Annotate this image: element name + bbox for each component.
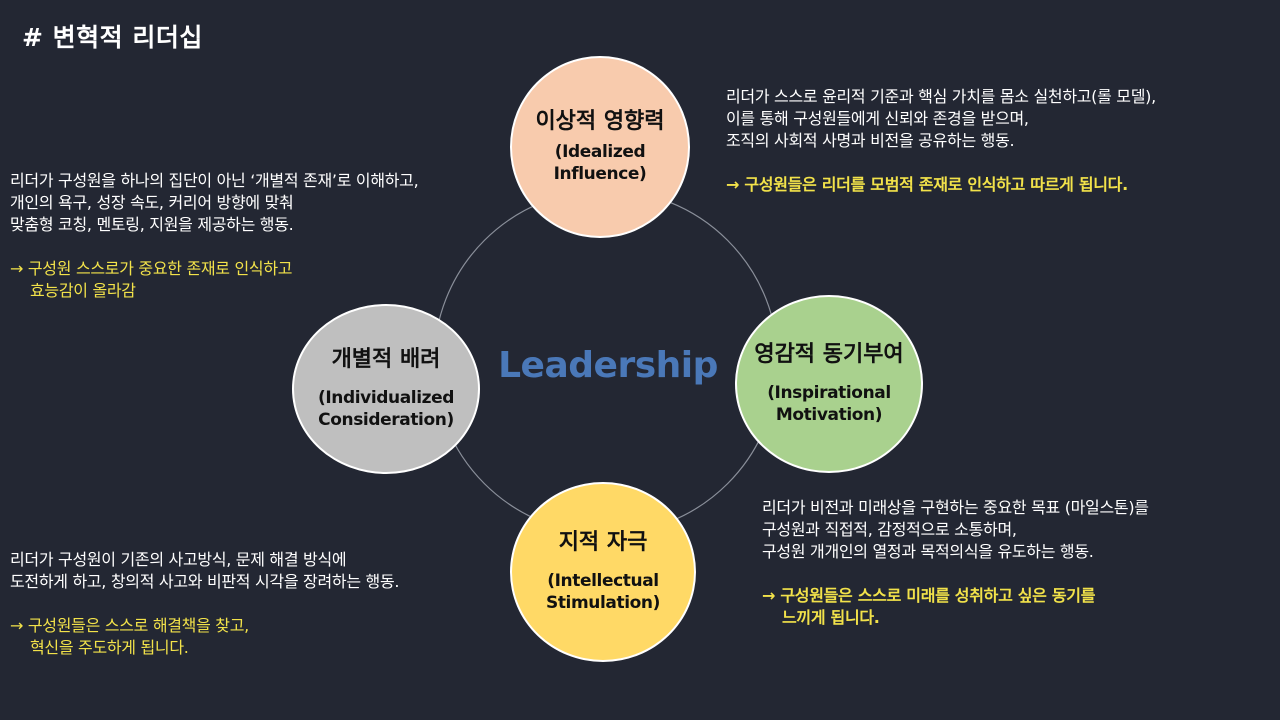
desc-intellectual: 리더가 구성원이 기존의 사고방식, 문제 해결 방식에 도전하게 하고, 창의… (10, 549, 399, 659)
desc-intellectual-line-1: 리더가 구성원이 기존의 사고방식, 문제 해결 방식에 (10, 550, 347, 569)
node-inspirational-subtitle-2: Motivation) (775, 405, 883, 426)
node-intellectual-stimulation: 지적 자극 (Intellectual Stimulation) (510, 482, 696, 662)
desc-inspirational-result-1: → 구성원들은 스스로 미래를 성취하고 싶은 동기를 (762, 586, 1096, 605)
desc-inspirational-line-3: 구성원 개개인의 열정과 목적의식을 유도하는 행동. (762, 542, 1094, 561)
desc-inspirational-line-1: 리더가 비전과 미래상을 구현하는 중요한 목표 (마일스톤)를 (762, 498, 1149, 517)
desc-idealized-line-3: 조직의 사회적 사명과 비전을 공유하는 행동. (726, 131, 1015, 150)
desc-individualized: 리더가 구성원을 하나의 집단이 아닌 ‘개별적 존재’로 이해하고, 개인의 … (10, 170, 419, 302)
desc-idealized-line-1: 리더가 스스로 윤리적 기준과 핵심 가치를 몸소 실천하고(롤 모델), (726, 87, 1156, 106)
node-idealized-title: 이상적 영향력 (535, 108, 665, 134)
node-inspirational-title: 영감적 동기부여 (754, 341, 904, 367)
desc-intellectual-result-1: → 구성원들은 스스로 해결책을 찾고, (10, 616, 249, 635)
desc-inspirational-result-2: 느끼게 됩니다. (782, 608, 880, 627)
desc-inspirational-line-2: 구성원과 직접적, 감정적으로 소통하며, (762, 520, 1017, 539)
node-intellectual-title: 지적 자극 (558, 529, 648, 555)
node-intellectual-subtitle-1: (Intellectual (547, 571, 659, 592)
desc-idealized: 리더가 스스로 윤리적 기준과 핵심 가치를 몸소 실천하고(롤 모델), 이를… (726, 86, 1156, 196)
node-individualized-subtitle-2: Consideration) (318, 410, 454, 431)
desc-inspirational: 리더가 비전과 미래상을 구현하는 중요한 목표 (마일스톤)를 구성원과 직접… (762, 497, 1149, 629)
node-inspirational-motivation: 영감적 동기부여 (Inspirational Motivation) (735, 295, 923, 473)
desc-individualized-line-3: 맞춤형 코칭, 멘토링, 지원을 제공하는 행동. (10, 215, 294, 234)
desc-individualized-line-1: 리더가 구성원을 하나의 집단이 아닌 ‘개별적 존재’로 이해하고, (10, 171, 419, 190)
desc-individualized-result-1: → 구성원 스스로가 중요한 존재로 인식하고 (10, 259, 293, 278)
node-inspirational-subtitle-1: (Inspirational (767, 383, 891, 404)
node-individualized-title: 개별적 배려 (331, 346, 441, 372)
node-individualized-subtitle-1: (Individualized (317, 388, 455, 409)
node-individualized-consideration: 개별적 배려 (Individualized Consideration) (292, 304, 480, 474)
desc-individualized-line-2: 개인의 욕구, 성장 속도, 커리어 방향에 맞춰 (10, 193, 294, 212)
node-intellectual-subtitle-2: Stimulation) (545, 593, 661, 614)
node-idealized-subtitle: (Idealized Influence) (553, 142, 647, 185)
desc-individualized-result-2: 효능감이 올라감 (30, 281, 136, 300)
desc-idealized-result: → 구성원들은 리더를 모범적 존재로 인식하고 따르게 됩니다. (726, 175, 1128, 194)
center-label: Leadership (498, 345, 718, 386)
desc-idealized-line-2: 이를 통해 구성원들에게 신뢰와 존경을 받으며, (726, 109, 1029, 128)
page-title: # 변혁적 리더십 (22, 23, 203, 52)
node-idealized-influence: 이상적 영향력 (Idealized Influence) (510, 56, 690, 238)
desc-intellectual-result-2: 혁신을 주도하게 됩니다. (30, 638, 189, 657)
desc-intellectual-line-2: 도전하게 하고, 창의적 사고와 비판적 시각을 장려하는 행동. (10, 572, 400, 591)
